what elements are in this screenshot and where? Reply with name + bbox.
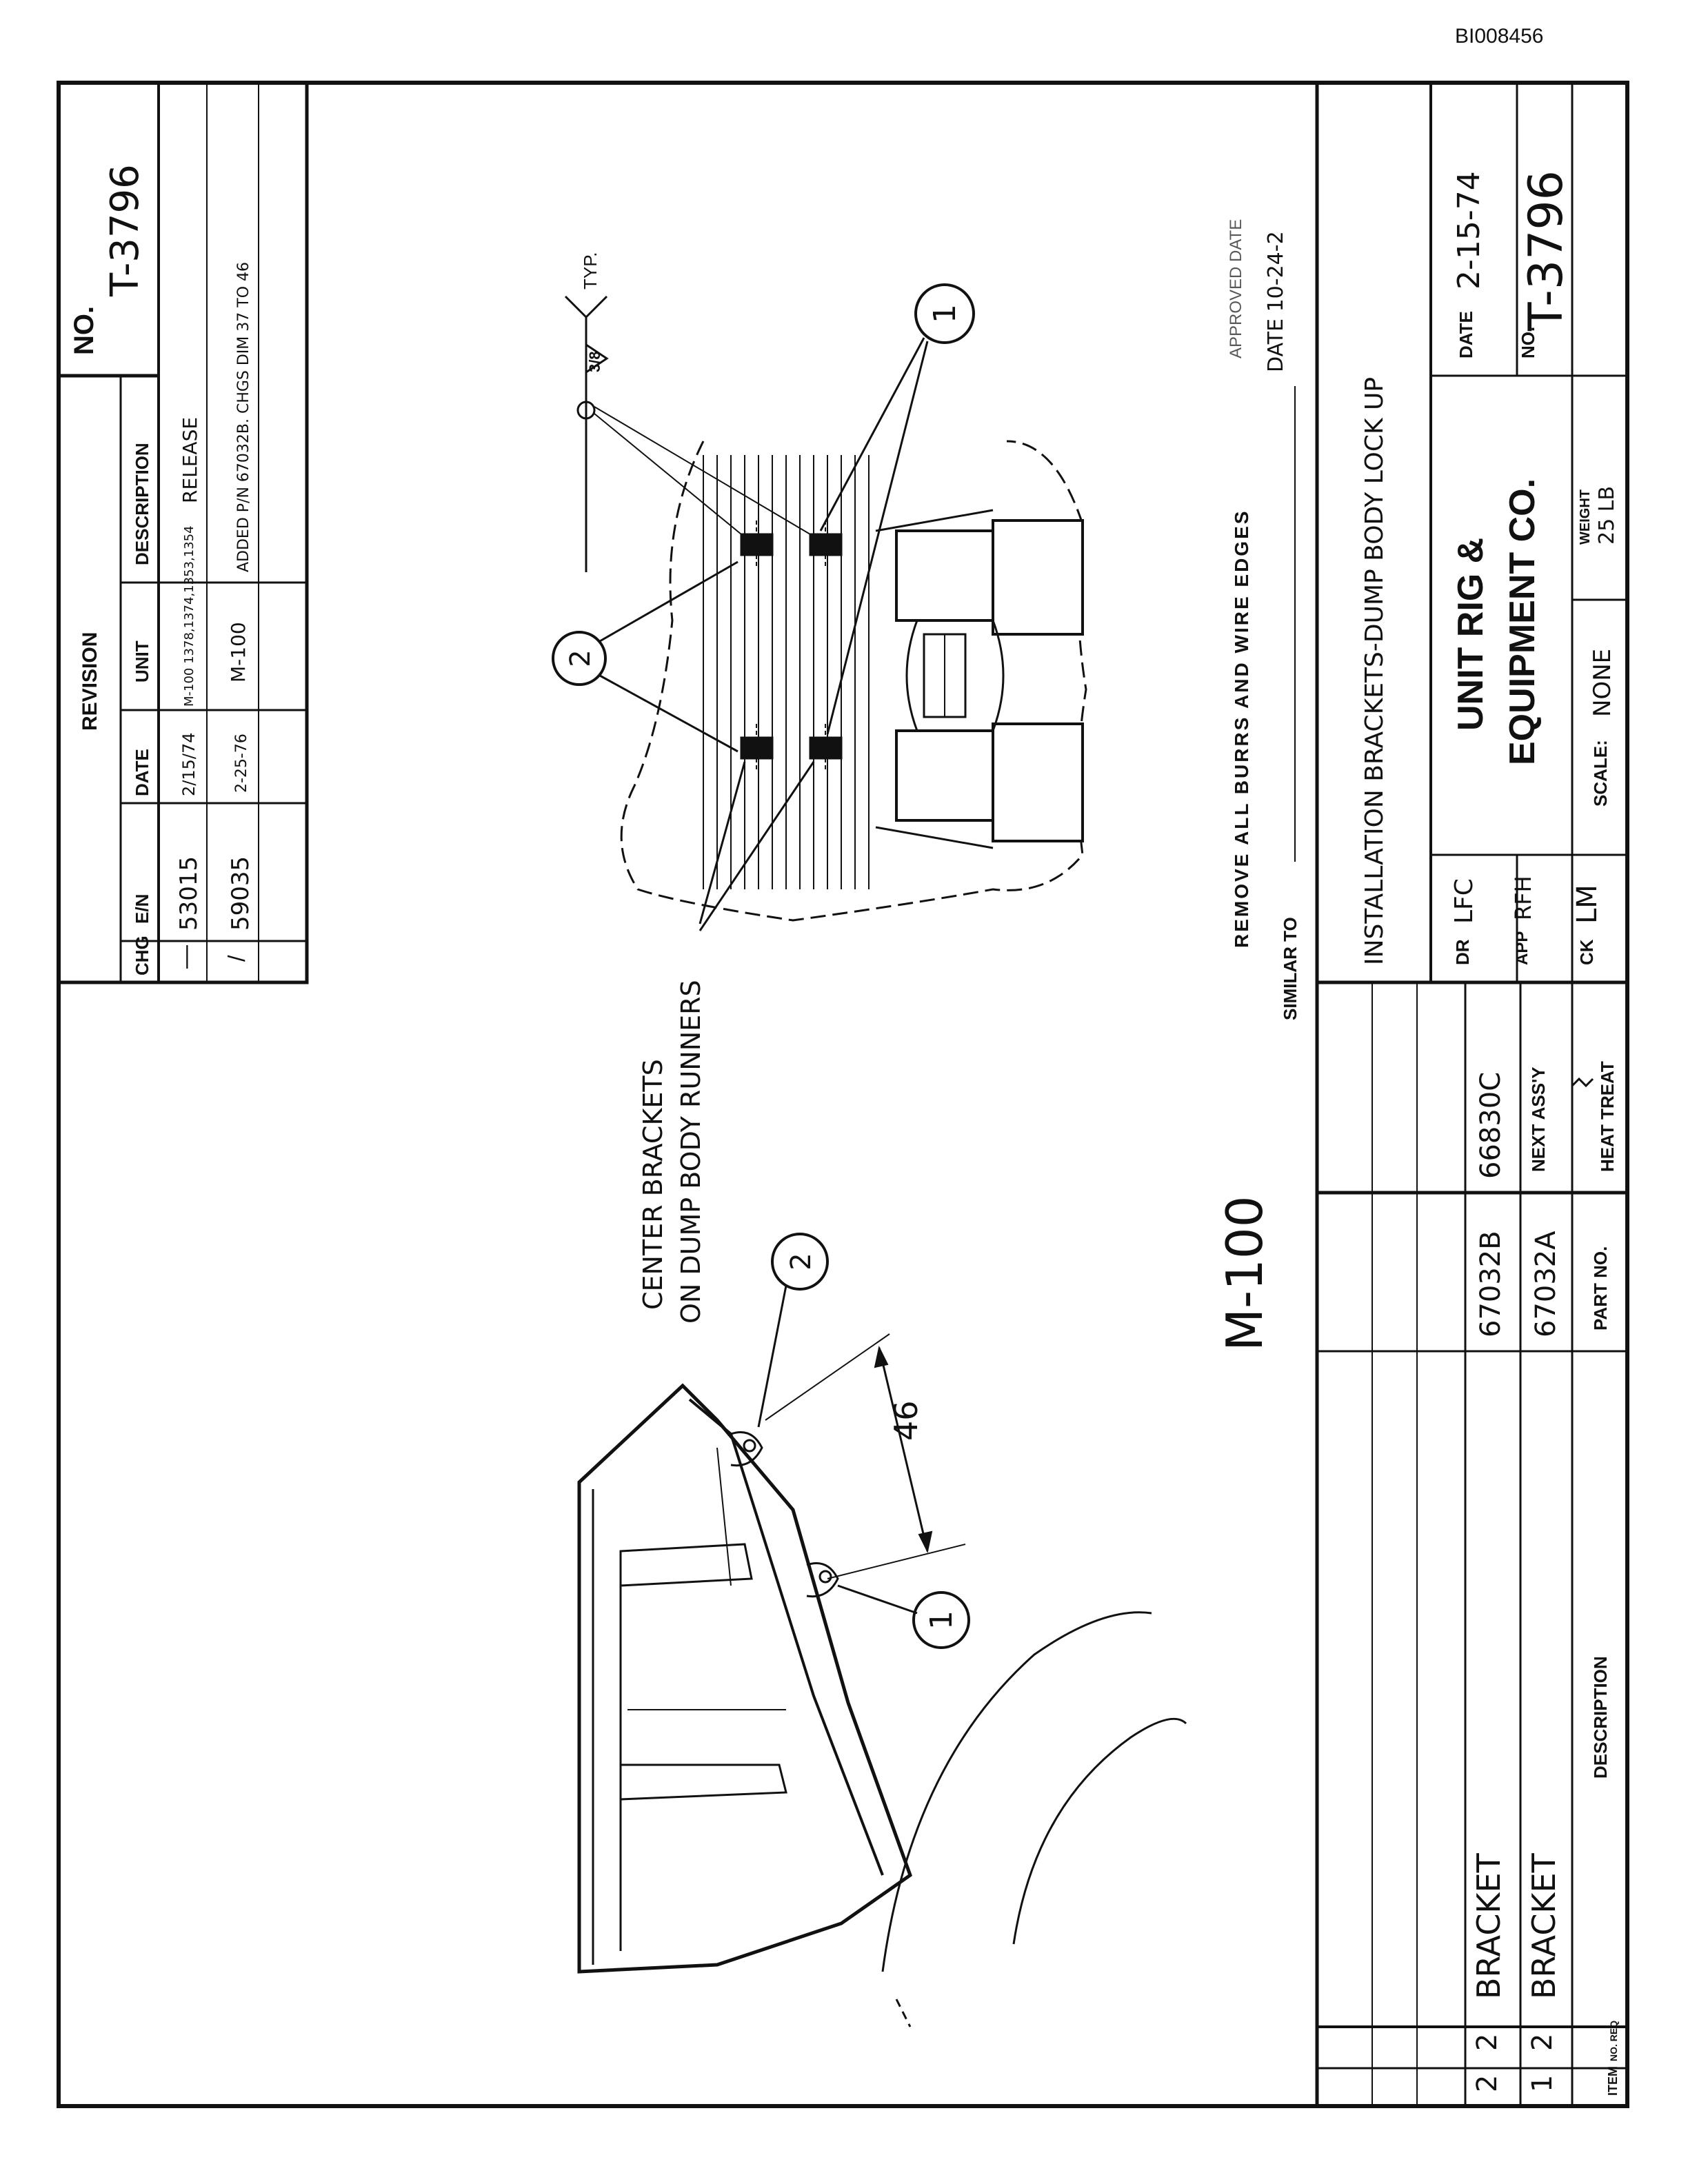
app-label: APP bbox=[1513, 931, 1531, 965]
weight-value: 25 LB bbox=[1595, 486, 1619, 545]
approval-stamp-date: DATE 10-24-2 bbox=[1264, 231, 1288, 372]
balloon-1-side bbox=[912, 1591, 970, 1649]
rev-row1-chg: — bbox=[172, 945, 199, 969]
rev-row2-date: 2-25-76 bbox=[233, 734, 250, 793]
balloon-1-rear bbox=[914, 283, 975, 344]
company-name-line2: EQUIPMENT CO. bbox=[1503, 478, 1543, 765]
callout-note-line1: CENTER BRACKETS bbox=[638, 1059, 668, 1310]
rev-row2-chg: / bbox=[224, 955, 250, 962]
number-label: NO. bbox=[69, 306, 99, 355]
date-label: DATE bbox=[1456, 311, 1476, 358]
next-assy-value: 66830C bbox=[1475, 1072, 1507, 1179]
sheet-border bbox=[57, 81, 1629, 2108]
drawing-number-header: T-3796 bbox=[103, 164, 148, 297]
side-view-detail bbox=[577, 1233, 1187, 2028]
rev-row1-en: 53015 bbox=[175, 856, 203, 931]
scale-label: SCALE: bbox=[1590, 740, 1611, 807]
ck-value: LM bbox=[1571, 884, 1603, 924]
drawing-title: INSTALLATION BRACKETS-DUMP BODY LOCK UP bbox=[1360, 377, 1389, 965]
document-id: BI008456 bbox=[1455, 25, 1544, 48]
rev-header-description: DESCRIPTION bbox=[132, 443, 152, 565]
part-row2-description: BRACKET bbox=[1470, 1852, 1507, 1999]
rev-row1-unit: M-100 1378,1374,1353,1354 bbox=[182, 525, 197, 707]
rev-row1-description: RELEASE bbox=[179, 417, 201, 503]
rev-row2-en: 59035 bbox=[227, 856, 254, 931]
ck-label: CK bbox=[1576, 939, 1597, 965]
dimension-value: 46 bbox=[887, 1400, 925, 1441]
weld-typ: TYP. bbox=[580, 252, 601, 290]
heat-treat-mark bbox=[1571, 1077, 1594, 1088]
part-row2-no-req: 2 bbox=[1471, 2034, 1503, 2051]
rev-row2-description: ADDED P/N 67032B. CHGS DIM 37 TO 46 bbox=[235, 262, 252, 572]
model-label: M-100 bbox=[1216, 1195, 1274, 1351]
part-row1-part-no: 67032A bbox=[1530, 1231, 1562, 1337]
scale-value: NONE bbox=[1589, 649, 1616, 717]
item-label: ITEM bbox=[1606, 2066, 1620, 2096]
table-row: 1 2 BRACKET 67032A bbox=[1525, 1231, 1563, 2092]
drawing-number: T-3796 bbox=[1519, 170, 1574, 332]
rev-row2-unit: M-100 bbox=[227, 622, 250, 682]
part-row1-description: BRACKET bbox=[1525, 1852, 1563, 1999]
heat-treat-label: HEAT TREAT bbox=[1597, 1061, 1618, 1172]
company-name-line1: UNIT RIG & bbox=[1451, 538, 1491, 731]
rear-view-detail bbox=[552, 283, 1087, 931]
balloon-2-rear bbox=[552, 631, 607, 686]
parts-list: 2 2 BRACKET 67032B 1 2 BRACKET 67032A bbox=[1470, 1231, 1563, 2092]
description-label: DESCRIPTION bbox=[1590, 1656, 1611, 1779]
approval-stamp-text: APPROVED DATE bbox=[1227, 219, 1245, 358]
next-assy-label: NEXT ASS'Y bbox=[1528, 1066, 1549, 1172]
balloon-2-side-label: 2 bbox=[785, 1253, 817, 1270]
part-no-label: PART NO. bbox=[1590, 1246, 1611, 1331]
part-row2-part-no: 67032B bbox=[1475, 1231, 1507, 1337]
balloon-2-side bbox=[771, 1233, 829, 1291]
dr-label: DR bbox=[1452, 939, 1473, 965]
revision-block: NO. T-3796 REVISION CHG E/N DATE UNIT DE… bbox=[57, 81, 309, 984]
rev-header-unit: UNIT bbox=[132, 640, 152, 682]
weight-label: WEIGHT bbox=[1578, 489, 1593, 545]
remove-burrs-note: REMOVE ALL BURRS AND WIRE EDGES bbox=[1231, 509, 1252, 948]
part-row1-no-req: 2 bbox=[1527, 2034, 1558, 2051]
dr-value: LFC bbox=[1450, 878, 1478, 924]
weld-size: 3/8 bbox=[586, 351, 603, 372]
app-value: RFH bbox=[1510, 876, 1536, 920]
rev-header-en: E/N bbox=[132, 894, 152, 924]
callout-note-line2: ON DUMP BODY RUNNERS bbox=[676, 980, 706, 1324]
no-req-label: NO. REQ bbox=[1608, 2021, 1619, 2061]
balloon-2-rear-label: 2 bbox=[565, 649, 596, 667]
part-row2-item: 2 bbox=[1471, 2075, 1503, 2092]
no-label: NO. bbox=[1518, 327, 1538, 358]
similar-to-label: SIMILAR TO bbox=[1280, 917, 1300, 1020]
revision-title: REVISION bbox=[79, 632, 101, 731]
rev-row1-date: 2/15/74 bbox=[179, 732, 199, 796]
date-value: 2-15-74 bbox=[1451, 171, 1487, 290]
rev-header-chg: CHG bbox=[132, 936, 152, 975]
title-block: INSTALLATION BRACKETS-DUMP BODY LOCK UP … bbox=[1315, 81, 1629, 2108]
rev-header-date: DATE bbox=[132, 749, 152, 796]
part-row1-item: 1 bbox=[1527, 2075, 1558, 2092]
balloon-1-rear-label: 1 bbox=[927, 304, 963, 323]
balloon-1-side-label: 1 bbox=[924, 1610, 959, 1630]
table-row: 2 2 BRACKET 67032B bbox=[1470, 1231, 1507, 2092]
